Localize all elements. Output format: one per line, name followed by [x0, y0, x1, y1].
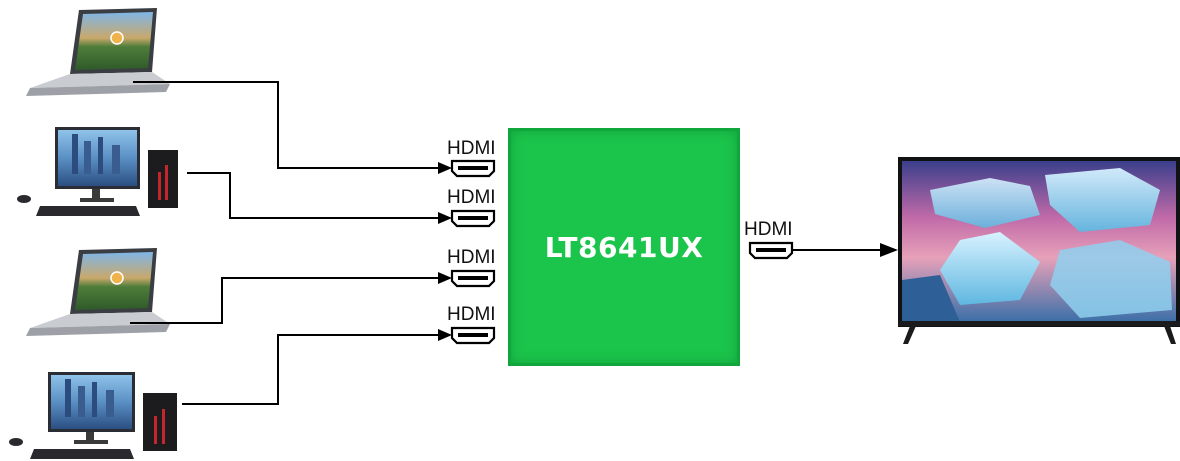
television-icon	[898, 157, 1180, 344]
hdmi-port-3-icon	[450, 269, 496, 288]
input-4-hdmi-label: HDMI	[447, 304, 496, 325]
input-3-hdmi-label: HDMI	[447, 247, 496, 268]
chip-label: LT8641UX	[544, 230, 704, 264]
arrow-2-icon	[438, 212, 452, 224]
input-1-line	[133, 81, 440, 169]
desktop-2-icon	[9, 372, 177, 459]
laptop-1-icon	[26, 8, 170, 96]
input-4-line	[182, 334, 440, 405]
hdmi-port-1-icon	[450, 159, 496, 178]
input-3-line	[130, 277, 440, 324]
arrow-out-icon	[880, 243, 898, 257]
input-2-line	[187, 172, 440, 219]
arrow-3-icon	[438, 272, 452, 284]
hdmi-port-4-icon	[450, 326, 496, 345]
hdmi-port-out-icon	[748, 241, 794, 260]
arrow-4-icon	[438, 329, 452, 341]
arrow-1-icon	[438, 162, 452, 174]
input-1-hdmi-label: HDMI	[447, 138, 496, 159]
laptop-2-icon	[26, 248, 170, 336]
input-2-hdmi-label: HDMI	[447, 187, 496, 208]
output-hdmi-label: HDMI	[744, 219, 793, 240]
lt8641ux-chip: LT8641UX	[508, 128, 740, 366]
hdmi-port-2-icon	[450, 209, 496, 228]
desktop-1-icon	[17, 127, 178, 216]
